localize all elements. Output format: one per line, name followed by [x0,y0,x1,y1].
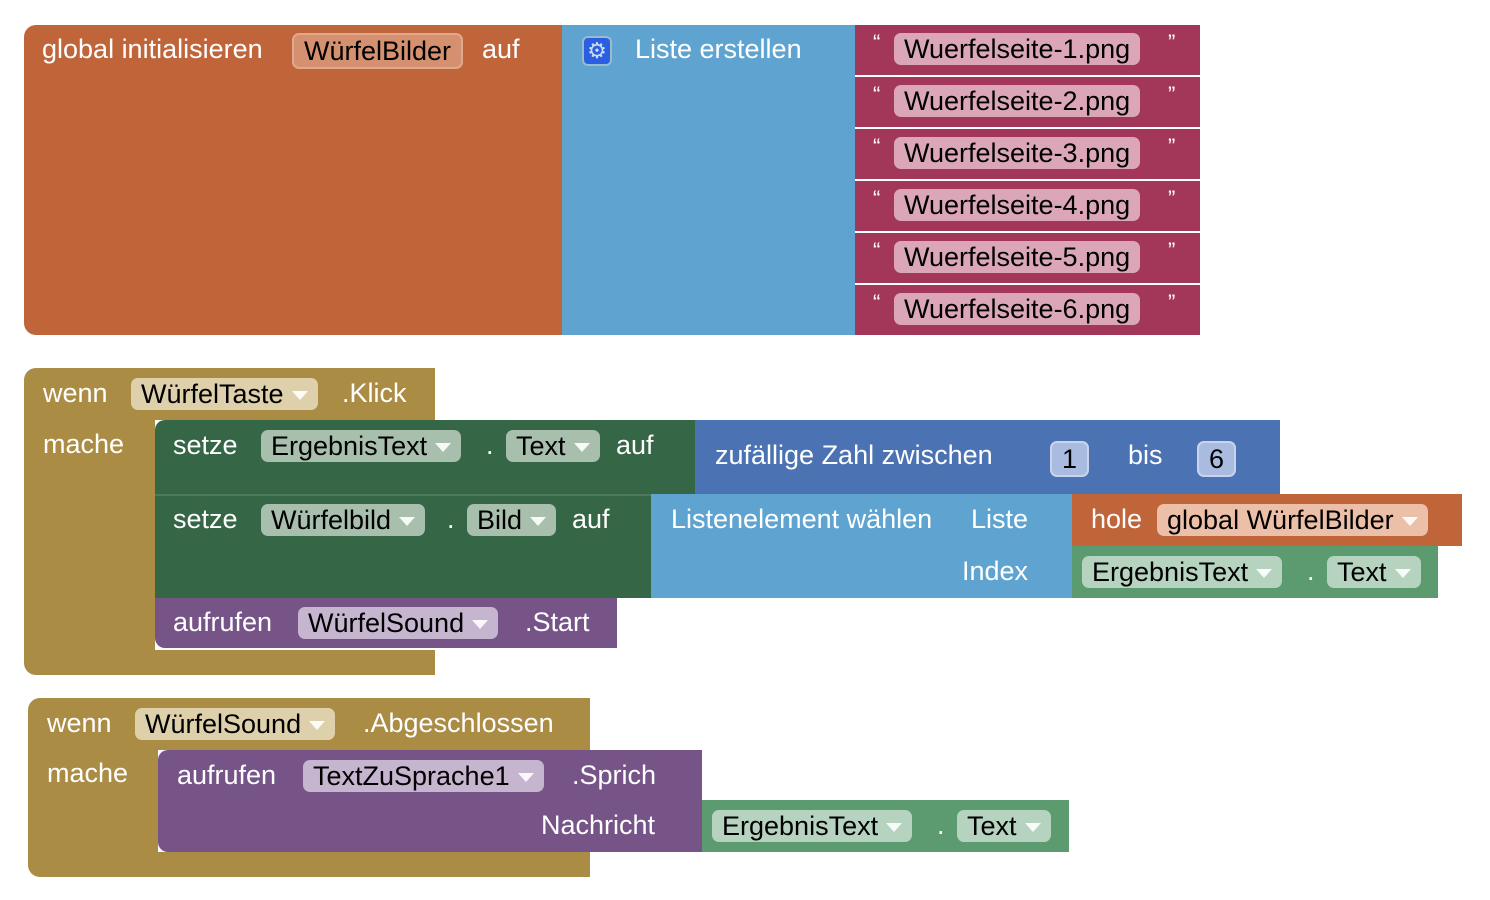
open-quote: “ [873,134,881,159]
open-quote: “ [873,238,881,263]
select-list-item-block[interactable]: Listenelement wählen Liste Index [651,494,1072,598]
component-dropdown[interactable]: ErgebnisText [261,430,462,462]
property-dropdown[interactable]: Text [1327,556,1421,588]
variable-dropdown[interactable]: global WürfelBilder [1157,504,1428,536]
text-string-block[interactable]: “ Wuerfelseite-4.png ” [855,181,1200,231]
string-field[interactable]: Wuerfelseite-4.png [894,189,1141,221]
random-label: zufällige Zahl zwischen [715,440,993,470]
from-number-field[interactable]: 1 [1050,441,1090,477]
get-label: hole [1091,504,1143,534]
event-block-wuerfelsound-abgeschlossen[interactable]: wenn WürfelSound .Abgeschlossen [28,698,590,750]
event-bottom-bar [130,852,590,877]
do-label: mache [47,758,129,788]
event-bottom-bar [130,650,435,675]
global-init-block[interactable]: global initialisieren WürfelBilder auf [24,25,562,335]
set-label: setze [173,430,238,460]
text-string-block[interactable]: “ Wuerfelseite-3.png ” [855,129,1200,179]
between-label: bis [1128,440,1163,470]
to-label: auf [616,430,654,460]
call-label: aufrufen [173,607,273,637]
component-dropdown[interactable]: WürfelSound [135,708,336,740]
getter-ergebnistext-text[interactable]: ErgebnisText . Text [702,800,1069,852]
event-body-column: mache [24,420,155,675]
component-dropdown[interactable]: ErgebnisText [1082,556,1283,588]
text-string-block[interactable]: “ Wuerfelseite-1.png ” [855,25,1200,75]
close-quote: ” [1168,238,1176,263]
dot-label: . [486,430,494,460]
global-init-label: global initialisieren [42,34,263,64]
close-quote: ” [1168,186,1176,211]
property-dropdown[interactable]: Bild [467,504,557,536]
set-wuerfelbild-block[interactable]: setze Würfelbild . Bild auf [155,494,651,598]
open-quote: “ [873,186,881,211]
component-dropdown[interactable]: WürfelTaste [131,378,318,410]
event-block-wuerfeltaste-klick[interactable]: wenn WürfelTaste .Klick [24,368,435,420]
string-field[interactable]: Wuerfelseite-1.png [894,33,1141,65]
dot-label: . [1307,556,1315,586]
event-name: .Klick [342,378,407,408]
method-name: .Sprich [572,760,657,790]
to-number-field[interactable]: 6 [1197,441,1237,477]
get-global-block[interactable]: hole global WürfelBilder [1072,494,1462,546]
when-label: wenn [43,378,108,408]
close-quote: ” [1168,30,1176,55]
property-dropdown[interactable]: Text [957,810,1051,842]
message-socket-label: Nachricht [541,810,656,840]
open-quote: “ [873,290,881,315]
property-dropdown[interactable]: Text [506,430,600,462]
when-label: wenn [47,708,112,738]
call-label: aufrufen [177,760,277,790]
close-quote: ” [1168,134,1176,159]
method-name: .Start [525,607,590,637]
getter-ergebnistext-text[interactable]: ErgebnisText . Text [1072,546,1438,598]
call-wuerfelsound-start[interactable]: aufrufen WürfelSound .Start [155,598,617,648]
make-list-label: Liste erstellen [635,34,802,64]
string-field[interactable]: Wuerfelseite-2.png [894,85,1141,117]
text-string-block[interactable]: “ Wuerfelseite-5.png ” [855,233,1200,283]
component-dropdown[interactable]: TextZuSprache1 [303,760,544,792]
close-quote: ” [1168,82,1176,107]
dot-label: . [447,504,455,534]
to-label: auf [482,34,520,64]
index-socket-label: Index [962,556,1029,586]
event-body-column: mache [28,750,158,877]
component-dropdown[interactable]: Würfelbild [261,504,426,536]
set-ergebnistext-block[interactable]: setze ErgebnisText . Text auf [155,420,695,494]
open-quote: “ [873,30,881,55]
text-string-block[interactable]: “ Wuerfelseite-2.png ” [855,77,1200,127]
call-texttospeech-speak[interactable]: aufrufen TextZuSprache1 .Sprich Nachrich… [158,750,702,852]
random-integer-block[interactable]: zufällige Zahl zwischen 1 bis 6 [695,420,1280,494]
text-string-block[interactable]: “ Wuerfelseite-6.png ” [855,285,1200,335]
event-name: .Abgeschlossen [363,708,554,738]
variable-name-field[interactable]: WürfelBilder [292,33,464,69]
component-dropdown[interactable]: WürfelSound [298,607,499,639]
string-field[interactable]: Wuerfelseite-3.png [894,137,1141,169]
open-quote: “ [873,82,881,107]
make-list-block[interactable]: ⚙ Liste erstellen [562,25,855,335]
list-socket-label: Liste [971,504,1029,534]
gear-icon[interactable]: ⚙ [582,36,612,66]
set-label: setze [173,504,238,534]
dot-label: . [937,810,945,840]
close-quote: ” [1168,290,1176,315]
select-label: Listenelement wählen [671,504,933,534]
to-label: auf [572,504,610,534]
string-field[interactable]: Wuerfelseite-5.png [894,241,1141,273]
string-field[interactable]: Wuerfelseite-6.png [894,293,1141,325]
do-label: mache [43,429,125,459]
component-dropdown[interactable]: ErgebnisText [712,810,913,842]
